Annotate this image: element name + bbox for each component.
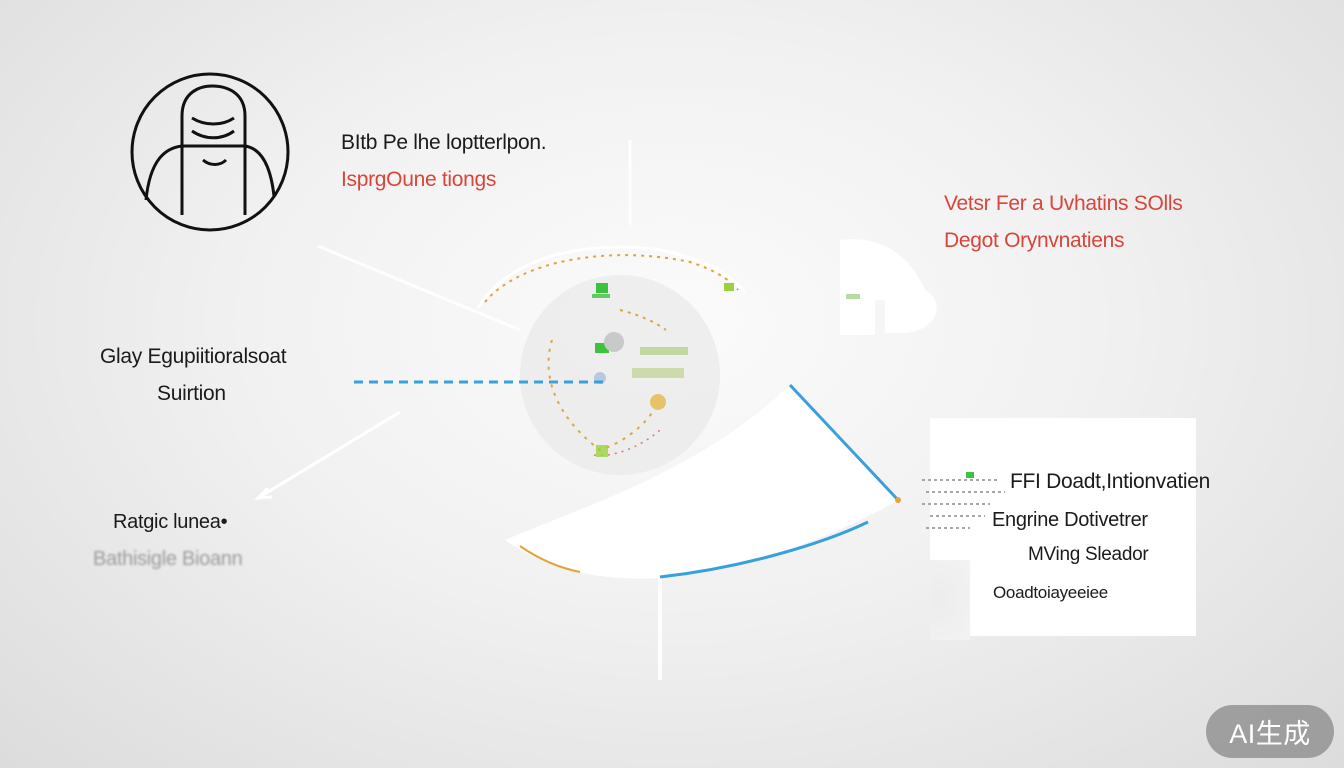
pointer-line — [257, 410, 401, 500]
node-orange — [650, 394, 666, 410]
orange-arc-edge — [519, 545, 581, 573]
bottom-left-label-subtitle: Bathisigle Bioann — [93, 548, 243, 570]
pointer-arrowhead — [254, 486, 273, 500]
right-label-title: Vetsr Fer a Uvhatins SOlls — [944, 192, 1183, 215]
white-ear-shape — [840, 239, 937, 335]
info-panel-notch — [930, 560, 970, 640]
light-ray — [317, 244, 521, 332]
orbit-arc-dotted — [593, 429, 661, 457]
top-label-title: BItb Pe lhe loptterlpon. — [341, 131, 547, 154]
panel-line-4: Ooadtoiayeeiee — [993, 583, 1108, 602]
info-panel — [930, 418, 1196, 636]
blue-arc-edge — [659, 520, 869, 579]
node-green — [592, 294, 610, 298]
node-olive — [640, 347, 688, 355]
right-label-subtitle: Degot Orynvnatiens — [944, 229, 1125, 252]
orbit-arc-dotted — [484, 254, 739, 303]
blue-arc-edge — [788, 383, 900, 502]
white-sweep-shape — [505, 385, 898, 579]
node-green — [724, 283, 734, 291]
head-outline-icon — [130, 72, 290, 232]
center-hub-disk — [520, 275, 720, 475]
orbit-arc — [476, 245, 747, 309]
node-gray — [604, 332, 624, 352]
bottom-left-label-title: Ratgic lunea• — [113, 511, 228, 533]
ear-shape-mark — [846, 294, 860, 299]
panel-line-2: Engrine Dotivetrer — [992, 509, 1148, 531]
panel-line-1: FFI Doadt,Intionvatien — [1010, 470, 1211, 493]
node-green — [596, 283, 608, 293]
node-green — [595, 343, 609, 353]
node-green — [596, 445, 608, 457]
panel-line-3: MVing Sleador — [1028, 544, 1149, 565]
node-olive — [632, 368, 684, 378]
left-label-subtitle: Suirtion — [157, 382, 226, 405]
arrow-tip-dot — [895, 497, 901, 503]
ai-generated-badge: AI生成 — [1206, 705, 1334, 758]
top-label-subtitle: IsprgOune tiongs — [341, 168, 497, 191]
left-label-title: Glay Egupiitioralsoat — [100, 345, 287, 368]
